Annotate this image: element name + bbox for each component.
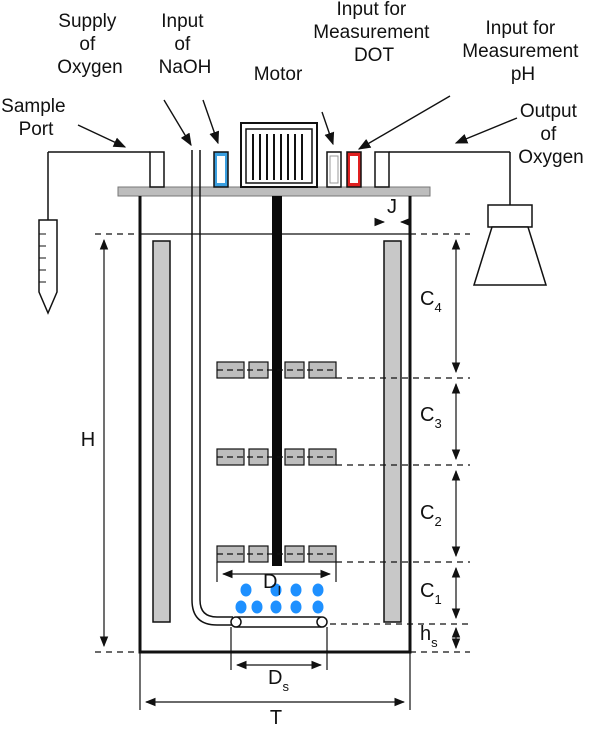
sample-tube-icon <box>38 219 58 315</box>
naoh-port-inner <box>217 156 225 183</box>
label-sample-port: Sample Port <box>1 96 71 140</box>
dimension-labels: J H T C4 C3 C2 C1 hs DI Ds <box>81 196 442 729</box>
label-motor: Motor <box>254 64 303 85</box>
air-bubbles <box>235 583 324 614</box>
impeller-middle <box>216 448 337 466</box>
oxygen-supply-pipe <box>191 150 233 626</box>
dimension-lines <box>95 217 470 710</box>
dim-j: J <box>387 196 397 218</box>
dim-t: T <box>270 707 282 726</box>
label-supply-oxygen: Supply of Oxygen <box>57 11 122 78</box>
label-input-ph: Input for Measurement pH <box>462 18 583 85</box>
dim-c1: C1 <box>420 580 442 607</box>
dot-port-inner <box>329 155 339 184</box>
oxygen-output-port <box>374 151 511 205</box>
dim-c2: C2 <box>420 502 442 529</box>
sparger-icon <box>230 616 328 628</box>
dot-port <box>326 151 342 188</box>
dim-di: DI <box>263 571 281 598</box>
dim-h: H <box>81 429 95 451</box>
impeller-icon <box>216 361 337 563</box>
label-output-oxygen: Output of Oxygen <box>518 101 583 168</box>
baffle-right <box>383 240 402 623</box>
impeller-top <box>216 361 337 379</box>
vessel-wall <box>138 196 412 654</box>
label-arrows <box>77 95 518 150</box>
label-input-naoh: Input of NaOH <box>159 11 212 78</box>
agitator-shaft <box>272 196 282 566</box>
dim-c4: C4 <box>420 288 442 315</box>
component-labels: Sample Port Supply of Oxygen Input of Na… <box>1 0 584 168</box>
baffle-left <box>152 240 171 623</box>
lid-plate <box>117 186 431 197</box>
dim-ds: Ds <box>268 667 289 694</box>
oxygen-flask-icon <box>472 204 548 286</box>
dim-hs: hs <box>420 623 438 650</box>
impeller-bottom <box>216 545 337 563</box>
label-input-dot: Input for Measurement DOT <box>313 0 434 66</box>
dim-c3: C3 <box>420 404 442 431</box>
sample-port <box>47 151 165 220</box>
motor-icon <box>240 122 318 188</box>
ph-port-inner <box>350 156 358 183</box>
